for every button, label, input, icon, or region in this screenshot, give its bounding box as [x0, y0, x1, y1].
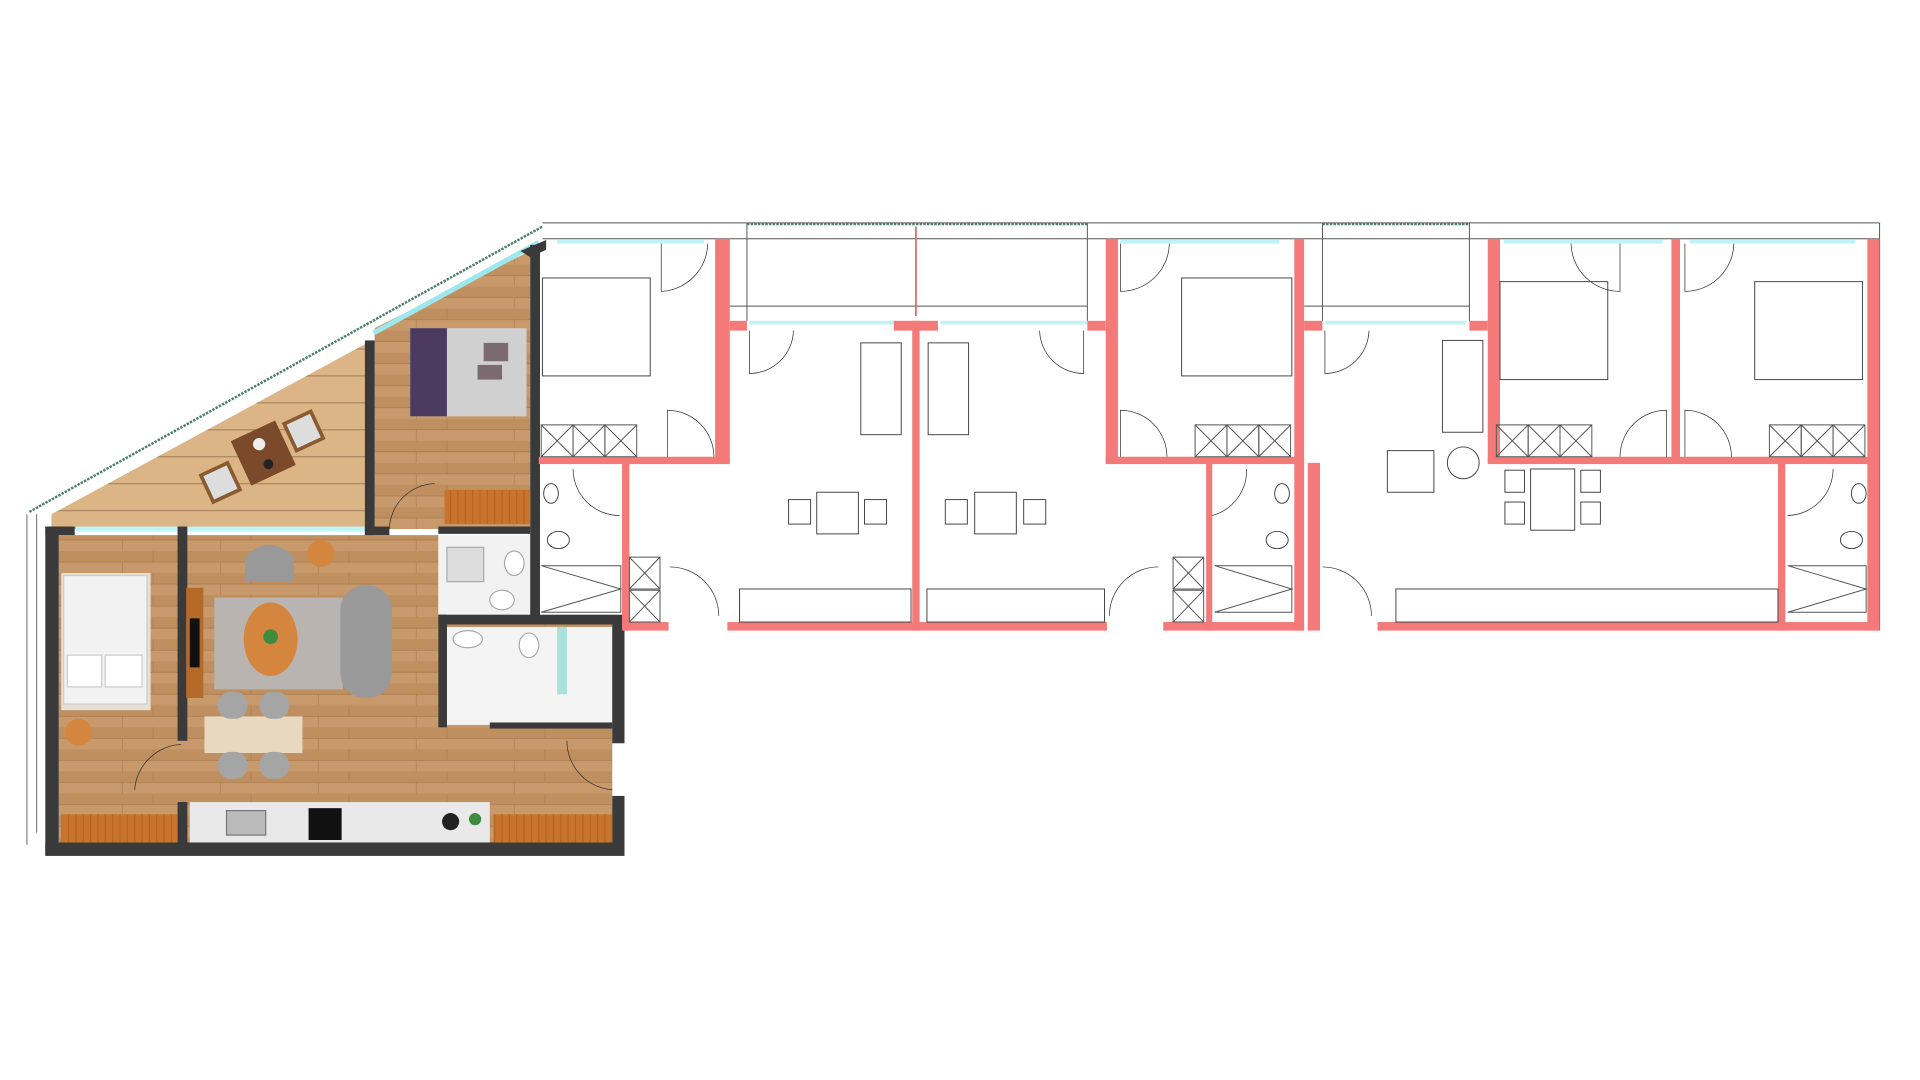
kitchen-counter-icon — [926, 588, 1105, 623]
side-table-icon — [1446, 446, 1480, 480]
walls-new — [538, 238, 1880, 631]
wardrobe-module — [1527, 424, 1561, 458]
wardrobe-module — [628, 589, 661, 623]
kitchen-counter-icon — [1395, 588, 1779, 623]
bed-icon — [1181, 277, 1293, 377]
chair-icon — [1504, 469, 1525, 493]
side-table-icon — [307, 540, 335, 567]
terrace-deck — [51, 342, 368, 529]
dining-table-icon — [204, 716, 303, 754]
dining-table-icon — [1530, 468, 1576, 531]
sink-icon — [543, 483, 559, 504]
sofa-icon — [927, 342, 970, 436]
door-swing-icon — [572, 243, 1834, 616]
sink-icon — [452, 630, 484, 649]
side-table-icon — [64, 718, 92, 746]
cooktop-icon — [308, 808, 342, 840]
chair-icon — [864, 499, 888, 525]
chair-icon — [198, 460, 243, 505]
shower-icon — [557, 626, 567, 695]
armchair-icon — [1386, 450, 1435, 493]
bed-icon — [410, 328, 527, 417]
chair-icon — [1504, 501, 1525, 525]
diagonal-glazing — [28, 225, 544, 513]
toilet-icon — [518, 632, 540, 659]
kitchen-counter-icon — [739, 588, 912, 623]
chair-icon — [217, 691, 289, 779]
wardrobe-icon — [444, 489, 531, 525]
wardrobe-module — [1800, 424, 1834, 458]
chair-icon — [788, 499, 812, 525]
wardrobe-module — [572, 424, 606, 458]
wardrobe-module — [1832, 424, 1866, 458]
sofa-icon — [340, 585, 392, 698]
wardrobe-icon — [61, 814, 178, 843]
dining-table-icon — [974, 491, 1017, 535]
bed-icon — [1499, 281, 1609, 381]
plant-icon — [263, 629, 278, 645]
unfurnished-units — [538, 222, 1881, 631]
wardrobe-module — [1172, 556, 1205, 590]
armchair-icon — [244, 544, 294, 582]
toilet-icon — [1839, 530, 1863, 550]
sink-icon — [225, 810, 267, 836]
wardrobe-module — [1495, 424, 1529, 458]
wardrobe-module — [1559, 424, 1593, 458]
toilet-icon — [1265, 530, 1289, 550]
sofa-icon — [860, 342, 902, 436]
plant-icon — [468, 813, 482, 826]
bed-icon — [1754, 281, 1863, 381]
wardrobe-module — [628, 556, 661, 590]
furnished-apartment — [26, 225, 625, 856]
toilet-icon — [489, 589, 515, 611]
chair-icon — [944, 499, 968, 525]
diagonal-glazing — [372, 240, 540, 336]
wardrobe-module — [1172, 589, 1205, 623]
sofa-icon — [1441, 339, 1484, 433]
wardrobe-module — [1194, 424, 1228, 458]
bed-icon — [61, 573, 151, 711]
door-swing-icon — [134, 744, 182, 790]
chair-icon — [281, 409, 326, 453]
wardrobe-icon — [493, 814, 613, 843]
wardrobe-module — [1226, 424, 1260, 458]
tv-icon — [189, 618, 200, 668]
door-swing-icon — [566, 740, 613, 791]
wardrobe-module — [604, 424, 638, 458]
shower-icon — [541, 565, 1868, 613]
shower-icon — [446, 546, 485, 583]
window-glazing — [557, 240, 1856, 325]
walls-dark — [45, 240, 625, 856]
wardrobe-module — [1258, 424, 1292, 458]
sink-icon — [503, 550, 525, 577]
wardrobe-module — [540, 424, 574, 458]
dining-table-icon — [816, 491, 859, 535]
chair-icon — [1023, 499, 1047, 525]
bed-icon — [541, 277, 651, 377]
chair-icon — [1580, 501, 1601, 525]
toilet-icon — [546, 530, 570, 550]
window-glazing — [75, 526, 370, 532]
wardrobe-module — [1768, 424, 1802, 458]
dining-table-icon — [230, 420, 296, 486]
sink-icon — [1274, 483, 1290, 504]
appliance-icon — [442, 813, 460, 831]
sink-icon — [1850, 483, 1867, 504]
chair-icon — [1580, 469, 1601, 493]
door-swing-icon — [389, 483, 435, 529]
